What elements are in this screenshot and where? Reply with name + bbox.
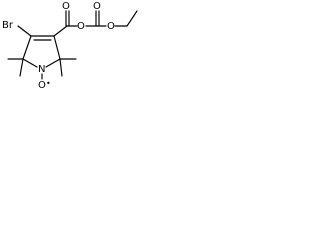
bond-ch2-ch3 [126, 10, 138, 27]
nitroxide-oxygen-label: O [38, 80, 46, 91]
ester-oxygen-label: O [77, 21, 85, 32]
bond-c3-carbonyl [53, 25, 68, 37]
bromine-label: Br [2, 20, 14, 31]
bond-c4-br [17, 25, 32, 37]
bond-c5-n [22, 58, 38, 68]
bond-c2-methyl-down [59, 58, 63, 77]
bond-c4-c5 [22, 35, 32, 60]
carbonate-oxygen-label: O [93, 1, 101, 12]
radical-dot: • [46, 79, 51, 88]
bond-c5-methyl-down [19, 58, 24, 77]
bond-c3-c2 [53, 35, 61, 60]
bond-c2-n [45, 58, 61, 68]
ketone-oxygen-label: O [62, 1, 70, 12]
nitrogen-label: N [38, 64, 45, 75]
chemical-structure: Br O O O O N O • [2, 1, 138, 91]
ethoxy-oxygen-label: O [107, 21, 115, 32]
